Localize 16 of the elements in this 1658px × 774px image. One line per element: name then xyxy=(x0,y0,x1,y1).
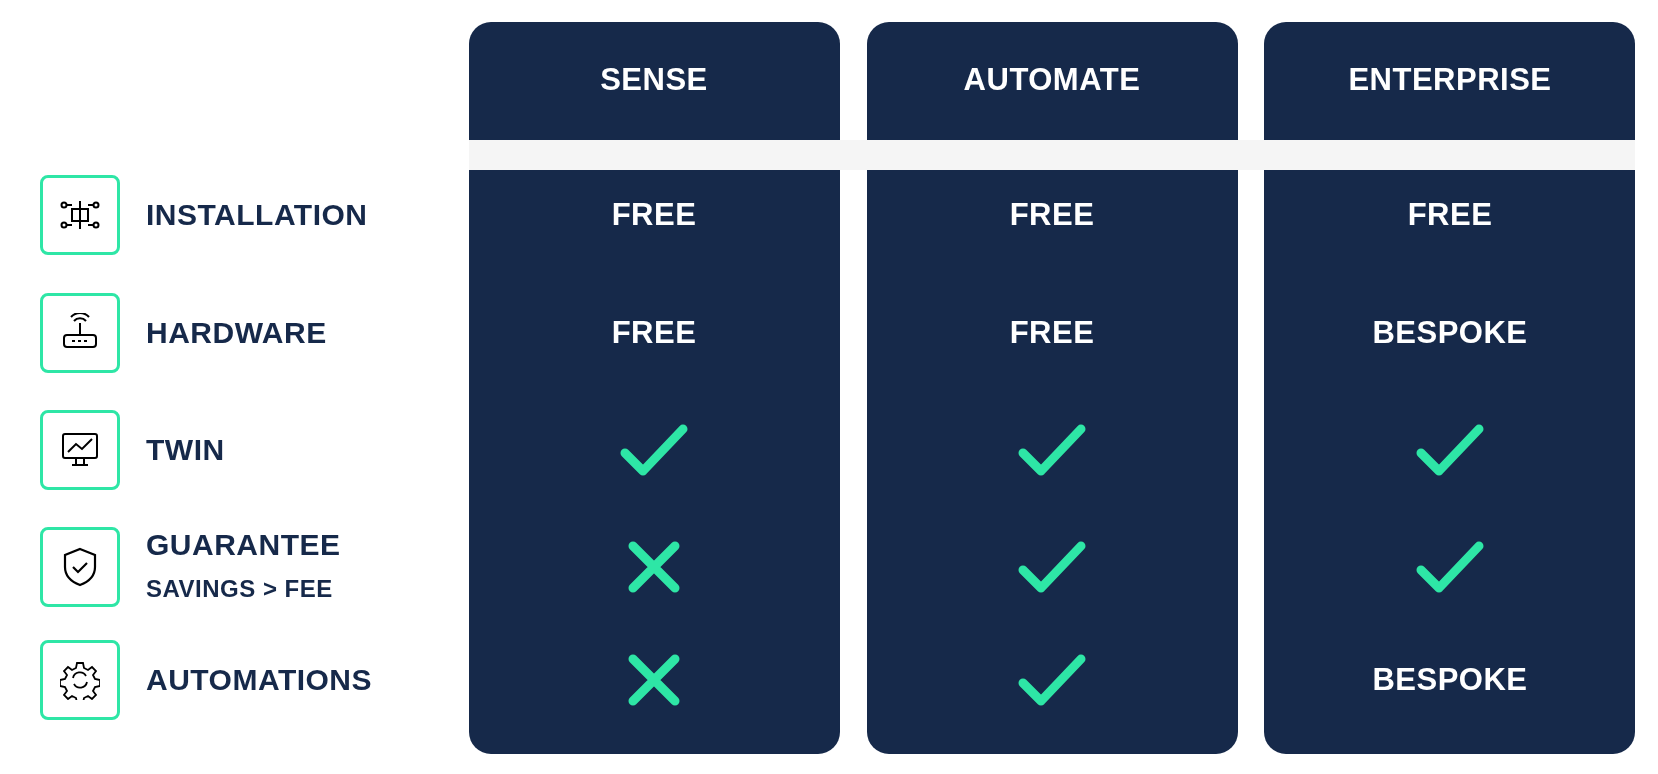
cell-value: FREE xyxy=(1009,197,1095,233)
row-label: AUTOMATIONS xyxy=(146,663,373,697)
row-label: GUARANTEE xyxy=(146,528,341,562)
cell-value: FREE xyxy=(611,315,697,351)
row-label: INSTALLATION xyxy=(146,198,368,232)
column-heading: AUTOMATE xyxy=(963,62,1141,98)
cell-value: FREE xyxy=(1407,197,1493,233)
row-label: TWIN xyxy=(146,433,225,467)
cell-value: FREE xyxy=(611,197,697,233)
column-heading: ENTERPRISE xyxy=(1348,62,1552,98)
row-subtitle: SAVINGS > FEE xyxy=(146,575,333,603)
cell-value: BESPOKE xyxy=(1372,315,1528,351)
row-label: HARDWARE xyxy=(146,316,327,350)
cell-value: BESPOKE xyxy=(1372,662,1528,698)
cell-value: FREE xyxy=(1009,315,1095,351)
column-heading: SENSE xyxy=(600,62,708,98)
